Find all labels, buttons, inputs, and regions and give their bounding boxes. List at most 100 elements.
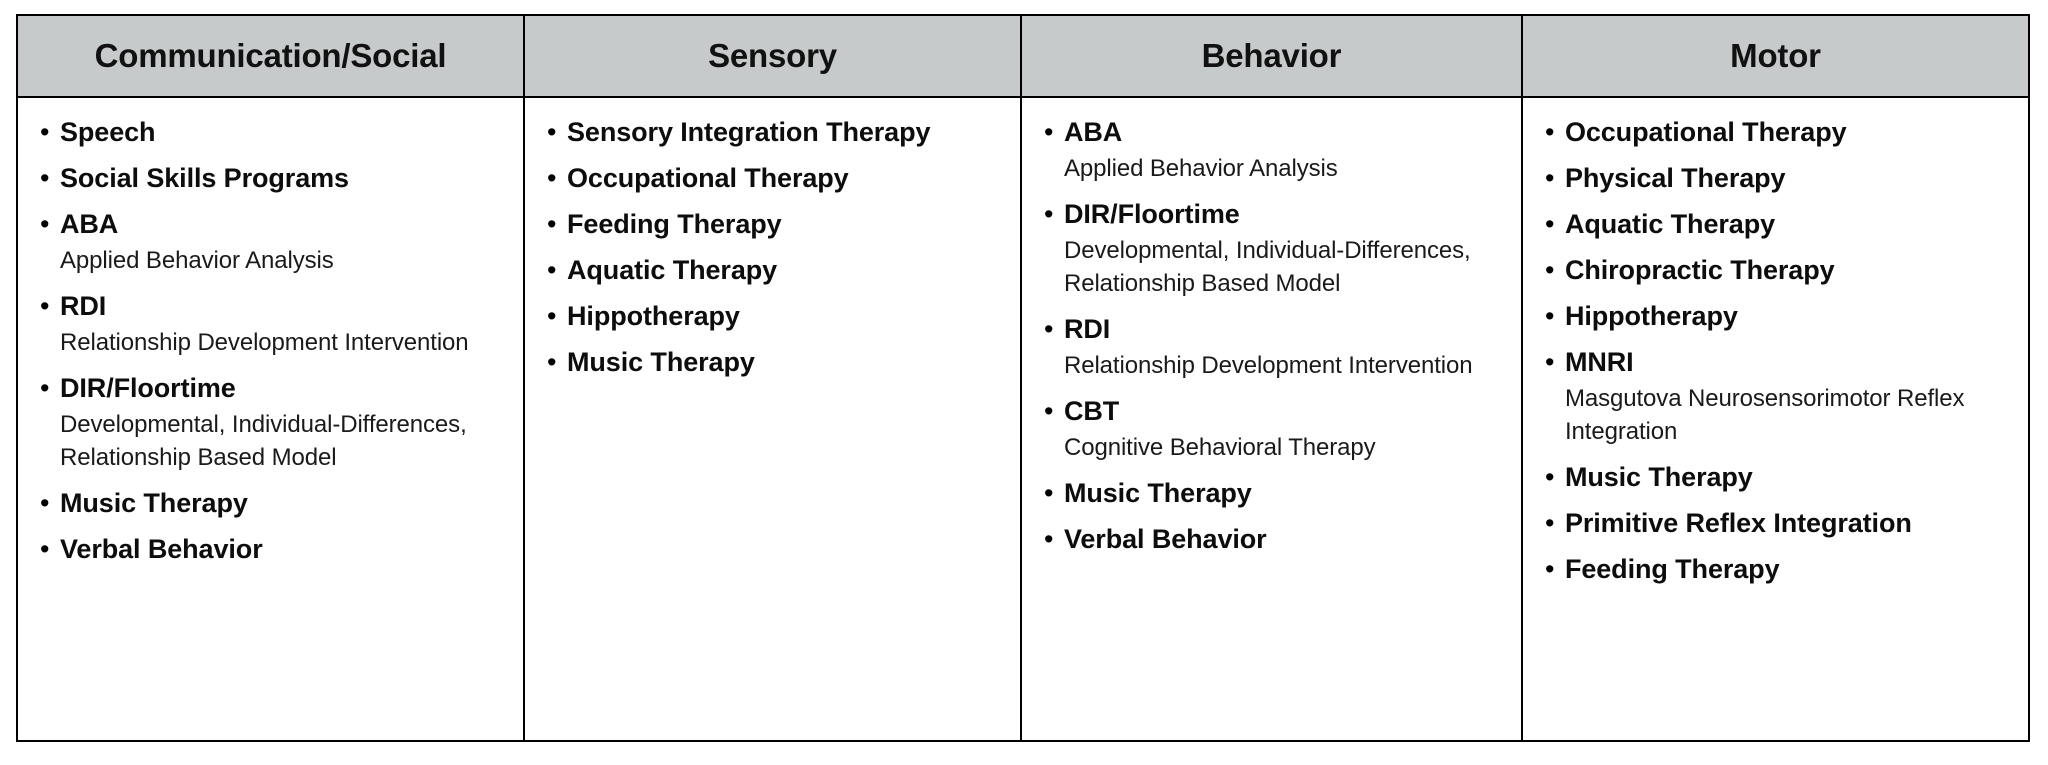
- therapy-name: Music Therapy: [567, 347, 755, 377]
- therapy-name: Music Therapy: [1063, 478, 1252, 508]
- therapy-description: Masgutova Neurosensorimotor Reflex Integ…: [1564, 385, 1965, 445]
- bullet-icon: •: [1544, 554, 1555, 584]
- bullet-icon: •: [1043, 199, 1054, 229]
- table-header-row-group: Communication/Social Sensory Behavior Mo…: [17, 15, 2029, 98]
- list-item: • CBT Cognitive Behavioral Therapy: [1038, 391, 1505, 464]
- list-item: • Occupational Therapy: [1539, 112, 2012, 153]
- therapy-description: Developmental, Individual-Differences, R…: [60, 411, 467, 471]
- bullet-icon: •: [547, 255, 557, 285]
- bullet-icon: •: [1544, 347, 1555, 377]
- list-item: • Feeding Therapy: [541, 204, 1004, 245]
- cell-sensory: • Sensory Integration Therapy • Occupationa…: [524, 97, 1022, 741]
- list-item: • RDI Relationship Development Interventio…: [34, 286, 507, 359]
- bullet-icon: •: [40, 488, 50, 518]
- therapy-table-container: Communication/Social Sensory Behavior Mo…: [16, 14, 2030, 742]
- bullet-icon: •: [547, 301, 557, 331]
- therapy-list-sensory: • Sensory Integration Therapy • Occupationa…: [541, 112, 1004, 383]
- therapy-list-motor: •Occupational Therapy•Physical Therapy•A…: [1539, 112, 2012, 590]
- column-header-behavior: Behavior: [1020, 15, 1523, 98]
- cell-communication-social: • Speech • Social Skills Programs • ABA Applie…: [17, 97, 526, 741]
- list-item: • Verbal Behavior: [34, 529, 507, 570]
- therapy-name: Aquatic Therapy: [1564, 209, 1775, 239]
- therapy-name: RDI: [60, 291, 107, 321]
- bullet-icon: •: [1544, 462, 1555, 492]
- bullet-icon: •: [40, 117, 50, 147]
- therapy-name: DIR/Floortime: [60, 373, 236, 403]
- therapy-name: Speech: [60, 117, 156, 147]
- bullet-icon: •: [1544, 163, 1555, 193]
- therapy-name: MNRI: [1564, 347, 1634, 377]
- list-item: • Occupational Therapy: [541, 158, 1004, 199]
- therapy-name: Verbal Behavior: [60, 534, 263, 564]
- therapy-name: Verbal Behavior: [1063, 524, 1267, 554]
- list-item: • Aquatic Therapy: [541, 250, 1004, 291]
- bullet-icon: •: [40, 373, 50, 403]
- bullet-icon: •: [547, 163, 557, 193]
- list-item: • Sensory Integration Therapy: [541, 112, 1004, 153]
- bullet-icon: •: [1043, 524, 1054, 554]
- list-item: • MNRI Masgutova Neurosensorimotor Reflex …: [1539, 342, 2012, 448]
- column-header-motor: Motor: [1521, 15, 2029, 98]
- bullet-icon: •: [40, 163, 50, 193]
- list-item: • Social Skills Programs: [34, 158, 507, 199]
- list-item: • ABA Applied Behavior Analysis: [34, 204, 507, 277]
- therapy-name: Aquatic Therapy: [567, 255, 778, 285]
- table-header-row: Communication/Social Sensory Behavior Mo…: [17, 15, 2029, 98]
- bullet-icon: •: [547, 209, 557, 239]
- list-item: •Music Therapy: [34, 483, 507, 524]
- bullet-icon: •: [1544, 117, 1555, 147]
- therapy-name: ABA: [60, 209, 119, 239]
- therapy-name: ABA: [1063, 117, 1123, 147]
- therapy-categories-table: Communication/Social Sensory Behavior Mo…: [16, 14, 2030, 742]
- list-item: • Music Therapy: [1539, 457, 2012, 498]
- therapy-list-communication-social: • Speech • Social Skills Programs • ABA Applie…: [34, 112, 507, 570]
- therapy-name: Music Therapy: [1564, 462, 1753, 492]
- therapy-name: Occupational Therapy: [1564, 117, 1847, 147]
- therapy-description: Developmental, Individual-Differences, R…: [1063, 237, 1471, 297]
- therapy-description: Relationship Development Intervention: [1063, 352, 1473, 379]
- list-item: • Hippotherapy: [541, 296, 1004, 337]
- bullet-icon: •: [547, 347, 557, 377]
- therapy-description: Applied Behavior Analysis: [60, 247, 334, 274]
- bullet-icon: •: [1544, 508, 1555, 538]
- therapy-description: Cognitive Behavioral Therapy: [1063, 434, 1376, 461]
- therapy-name: Primitive Reflex Integration: [1564, 508, 1912, 538]
- bullet-icon: •: [547, 117, 557, 147]
- list-item: • RDI Relationship Development Interventio…: [1038, 309, 1505, 382]
- therapy-name: Occupational Therapy: [567, 163, 849, 193]
- bullet-icon: •: [1043, 478, 1054, 508]
- therapy-name: Social Skills Programs: [60, 163, 349, 193]
- list-item: • Speech: [34, 112, 507, 153]
- therapy-name: Chiropractic Therapy: [1564, 255, 1835, 285]
- therapy-name: RDI: [1063, 314, 1111, 344]
- therapy-name: DIR/Floortime: [1063, 199, 1240, 229]
- therapy-name: Feeding Therapy: [1564, 554, 1780, 584]
- bullet-icon: •: [40, 291, 50, 321]
- bullet-icon: •: [1043, 396, 1054, 426]
- therapy-name: Hippotherapy: [1564, 301, 1738, 331]
- list-item: • Chiropractic Therapy: [1539, 250, 2012, 291]
- cell-motor: •Occupational Therapy•Physical Therapy•A…: [1521, 97, 2029, 741]
- list-item: • Music Therapy: [1038, 473, 1505, 514]
- list-item: •Physical Therapy: [1539, 158, 2012, 199]
- table-row: • Speech • Social Skills Programs • ABA Applie…: [17, 97, 2029, 741]
- therapy-name: Sensory Integration Therapy: [567, 117, 931, 147]
- therapy-name: CBT: [1063, 396, 1120, 426]
- therapy-description: Relationship Development Intervention: [60, 329, 469, 356]
- bullet-icon: •: [40, 534, 50, 564]
- bullet-icon: •: [1043, 314, 1054, 344]
- column-header-sensory: Sensory: [524, 15, 1022, 98]
- therapy-name: Hippotherapy: [567, 301, 740, 331]
- bullet-icon: •: [1544, 255, 1555, 285]
- list-item: • Feeding Therapy: [1539, 549, 2012, 590]
- column-header-communication-social: Communication/Social: [17, 15, 526, 98]
- bullet-icon: •: [1043, 117, 1054, 147]
- bullet-icon: •: [1544, 301, 1555, 331]
- list-item: • Verbal Behavior: [1038, 519, 1505, 560]
- therapy-name: Feeding Therapy: [567, 209, 782, 239]
- bullet-icon: •: [40, 209, 50, 239]
